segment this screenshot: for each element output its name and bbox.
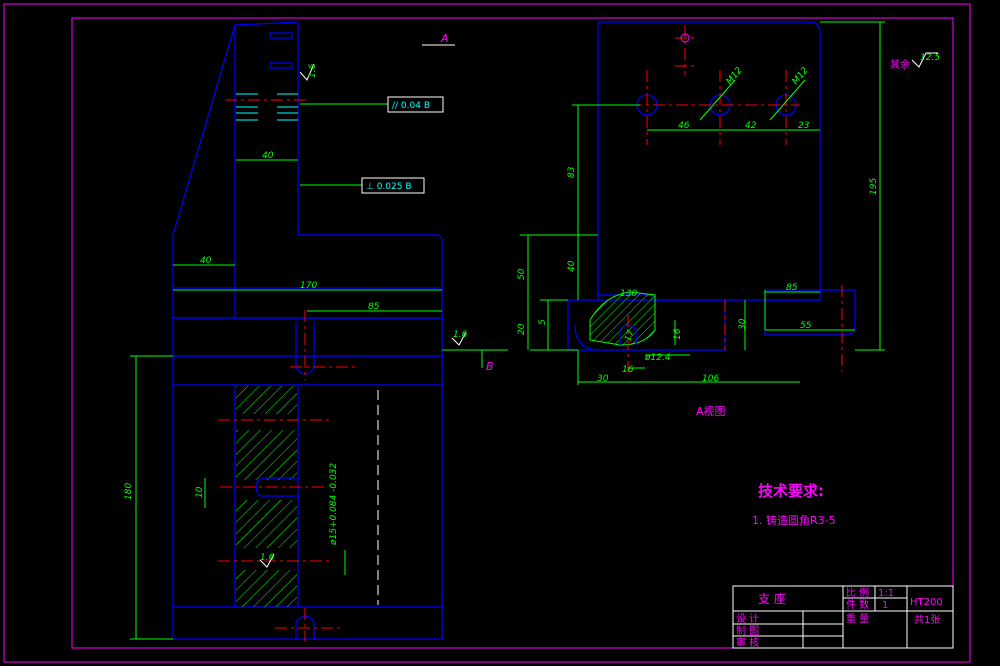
hatch-lower: [236, 500, 297, 548]
dim-83: 83: [567, 166, 577, 178]
tb-material: HT200: [910, 597, 943, 608]
dim-30c: 30: [738, 318, 748, 330]
tol-frame-parallel: // 0.04 B: [387, 96, 444, 113]
tb-weight-label: 重 量: [846, 612, 869, 625]
dim-phi12: ø12.4: [644, 353, 671, 363]
tb-scale-value: 1:1: [878, 588, 894, 599]
roughness-2: 1.6: [451, 330, 468, 346]
tol-perp-text: ⊥ 0.025 B: [366, 182, 412, 192]
dim-m12b: M12: [791, 66, 811, 87]
dim-106: 106: [702, 374, 719, 384]
dim-40-base: 40: [200, 256, 212, 266]
tb-draw: 制 图: [736, 624, 759, 637]
a-view-dim-lines: [520, 21, 885, 385]
dim-180: 180: [124, 483, 134, 500]
dim-55: 55: [800, 321, 812, 331]
tb-name: 支 座: [758, 591, 786, 606]
notes-item1: 1. 铸造圆角R3-5: [752, 513, 836, 527]
tb-scale-label: 比 例: [846, 586, 869, 599]
dim-195: 195: [869, 178, 879, 195]
roughness-1: 1.6: [299, 63, 318, 81]
tol-parallel-text: // 0.04 B: [392, 101, 430, 111]
dim-46: 46: [678, 121, 690, 131]
outer-border: [3, 3, 971, 663]
cyan-marks: [236, 93, 298, 121]
roughness-3: 1.6: [259, 553, 275, 568]
dim-23: 23: [798, 121, 810, 131]
small-hole-icon: [680, 33, 690, 43]
section-label-a: A: [440, 32, 449, 45]
dim-30a: 30: [597, 374, 609, 384]
hatch-bottom: [236, 570, 297, 607]
rest-roughness-icon: [911, 52, 938, 68]
dim-16: 16: [673, 328, 683, 340]
dim-20: 20: [517, 323, 527, 335]
center-lines-front: [218, 99, 355, 642]
a-view-label: A视图: [696, 404, 726, 418]
tb-qty-value: 1: [882, 600, 888, 611]
svg-text:1.6: 1.6: [308, 63, 318, 78]
dim-40-top: 40: [262, 151, 274, 161]
dim-16b: 16: [622, 365, 634, 375]
dim-42: 42: [745, 121, 757, 131]
title-block: [732, 585, 954, 649]
tb-sheets: 共1张: [914, 614, 940, 626]
front-view: [172, 21, 443, 640]
hatch-mid: [236, 430, 297, 480]
tol-frame-perp: ⊥ 0.025 B: [361, 177, 425, 194]
svg-text:1.6: 1.6: [453, 330, 468, 340]
inner-border: [71, 17, 954, 649]
hatch-top: [236, 386, 297, 414]
center-lines-a: [627, 25, 843, 375]
dim-170: 170: [300, 281, 317, 291]
tb-check: 审 核: [736, 636, 759, 649]
dim-40-right: 40: [567, 260, 577, 272]
tb-qty-label: 件 数: [846, 598, 869, 611]
front-dim-lines: [130, 103, 508, 640]
tb-design: 设 计: [736, 612, 759, 625]
section-label-b: B: [486, 360, 494, 373]
dim-85-right: 85: [786, 283, 798, 293]
dim-m12a: M12: [725, 66, 745, 87]
a-view-hatch: [589, 291, 656, 346]
rest-roughness-label: 其余: [890, 58, 910, 71]
dim-bore-tol: ø15+0.084 -0.032: [329, 463, 339, 546]
dim-5: 5: [538, 319, 548, 325]
dim-50: 50: [517, 268, 527, 280]
dim-17: 17: [623, 329, 636, 343]
dim-10: 10: [195, 486, 205, 498]
dim-130: 130: [620, 289, 637, 299]
dim-85: 85: [368, 302, 380, 312]
svg-text:1.6: 1.6: [260, 553, 275, 563]
notes-title: 技术要求:: [758, 482, 824, 500]
rest-roughness-val: 12.5: [920, 53, 940, 63]
